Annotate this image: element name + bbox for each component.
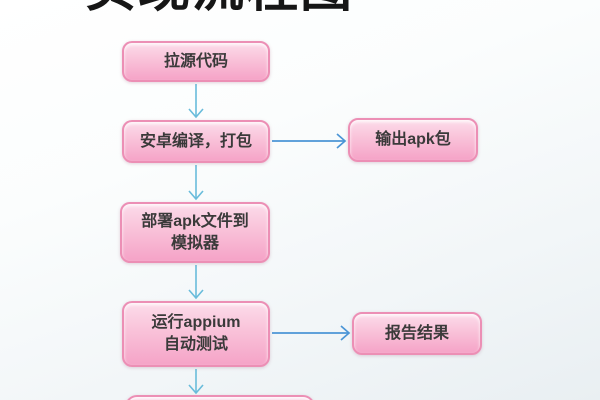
- node-label: 部署apk文件到 模拟器: [141, 212, 249, 252]
- node-android-build-package: 安卓编译，打包: [122, 120, 270, 163]
- node-label: 报告结果: [384, 324, 449, 342]
- arrow-right-2: [272, 325, 351, 341]
- node-bottom-partial: [125, 395, 315, 400]
- node-report-results: 报告结果: [352, 312, 482, 355]
- node-label: 拉源代码: [163, 52, 228, 70]
- node-label: 输出apk包: [375, 131, 451, 149]
- node-output-apk: 输出apk包: [348, 118, 478, 162]
- node-deploy-apk-to-emulator: 部署apk文件到 模拟器: [120, 202, 270, 263]
- node-label: 运行appium 自动测试: [151, 314, 241, 353]
- node-label: 安卓编译，打包: [139, 132, 252, 150]
- arrow-down-1: [188, 84, 204, 119]
- arrow-down-4: [188, 369, 204, 395]
- arrow-down-2: [188, 165, 204, 201]
- arrow-right-1: [272, 133, 347, 149]
- arrow-down-3: [188, 265, 204, 300]
- diagram-title: 实现流程图: [84, 0, 354, 15]
- node-pull-source: 拉源代码: [122, 41, 270, 82]
- node-run-appium-autotest: 运行appium 自动测试: [122, 301, 270, 367]
